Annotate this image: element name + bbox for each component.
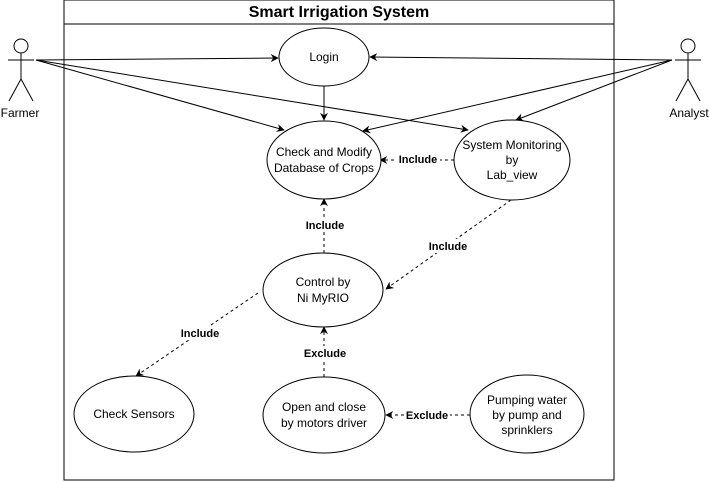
check-sensors-label: Check Sensors	[93, 407, 174, 421]
analyst-head	[680, 38, 696, 54]
control-line1: Control by	[296, 275, 351, 289]
analyst-to-check	[362, 59, 673, 134]
use-case-check-modify-database[interactable]: Check and Modify Database of Crops	[266, 120, 382, 200]
use-case-system-monitoring[interactable]: System Monitoring by Lab_view	[453, 119, 571, 201]
use-case-login[interactable]: Login	[278, 27, 370, 87]
system-title: Smart Irrigation System	[249, 4, 430, 21]
open-close-line2: by motors driver	[281, 416, 367, 430]
use-case-check-sensors[interactable]: Check Sensors	[73, 375, 195, 453]
relations: Include Include Include Include Exclude …	[135, 152, 512, 422]
associations	[35, 53, 673, 134]
monitoring-to-control-line	[385, 199, 512, 290]
use-case-control-myrio[interactable]: Control by Ni MyRIO	[262, 252, 384, 328]
login-label: Login	[309, 50, 338, 64]
actor-analyst[interactable]: Analyst	[669, 38, 709, 120]
include-label-1: Include	[399, 154, 438, 166]
analyst-to-monitoring	[515, 59, 673, 122]
exclude-label-1: Exclude	[304, 348, 346, 360]
include-label-2: Include	[306, 220, 345, 232]
check-modify-line1: Check and Modify	[276, 145, 372, 159]
farmer-to-check	[35, 59, 285, 132]
include-label-3: Include	[429, 241, 468, 253]
analyst-to-login	[369, 53, 673, 62]
exclude-label-2: Exclude	[406, 410, 448, 422]
monitoring-line2: by	[506, 153, 519, 167]
control-line2: Ni MyRIO	[297, 291, 349, 305]
actor-farmer[interactable]: Farmer	[1, 38, 40, 120]
farmer-label: Farmer	[1, 106, 40, 120]
monitoring-line1: System Monitoring	[462, 138, 561, 152]
farmer-to-monitoring	[35, 59, 469, 133]
monitoring-line3: Lab_view	[487, 168, 538, 182]
pumping-line3: sprinklers	[501, 423, 552, 437]
pumping-line2: by pump and	[492, 408, 561, 422]
farmer-head	[13, 38, 29, 54]
check-modify-line2: Database of Crops	[274, 161, 374, 175]
analyst-label: Analyst	[669, 106, 709, 120]
pumping-line1: Pumping water	[487, 393, 567, 407]
use-case-pumping-water[interactable]: Pumping water by pump and sprinklers	[469, 374, 585, 454]
include-label-4: Include	[181, 328, 220, 340]
use-case-open-close[interactable]: Open and close by motors driver	[262, 376, 386, 454]
open-close-line1: Open and close	[282, 400, 366, 414]
farmer-to-login	[35, 54, 279, 63]
